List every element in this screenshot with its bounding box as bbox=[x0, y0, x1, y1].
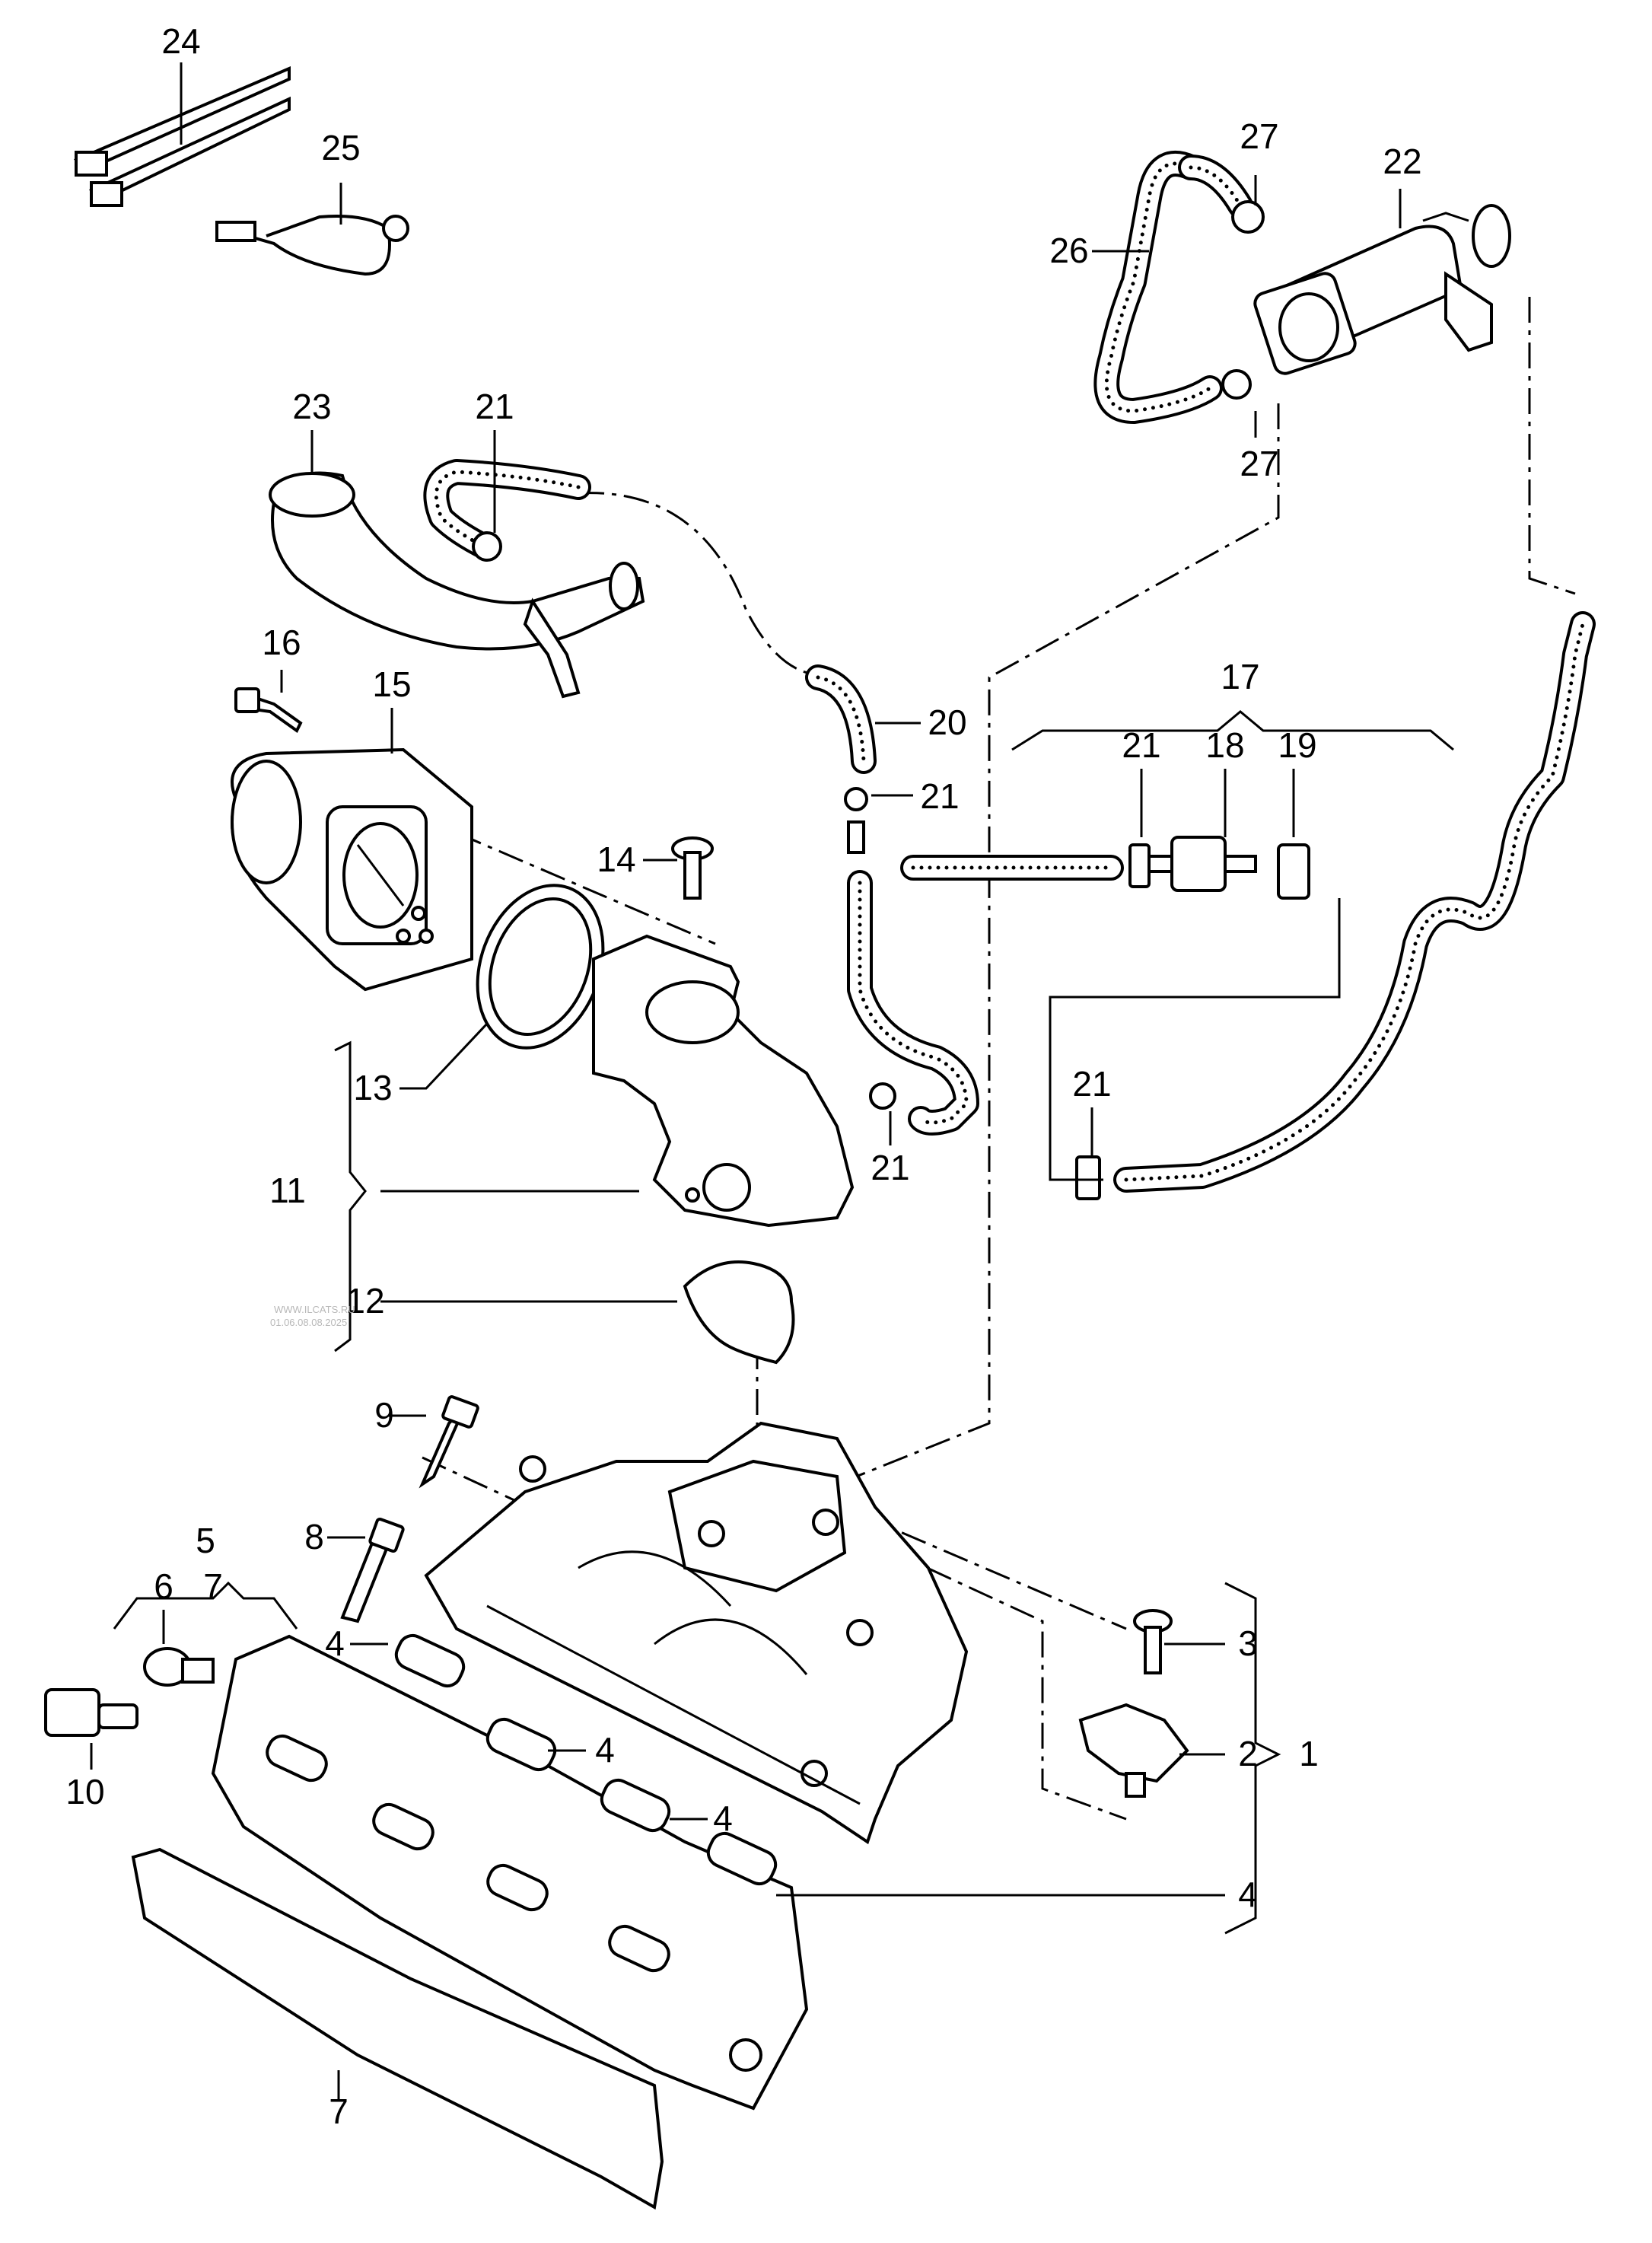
connection-lines bbox=[288, 297, 1576, 1821]
callout-26: 26 bbox=[1049, 231, 1088, 270]
callout-22: 22 bbox=[1383, 142, 1421, 181]
callout-23: 23 bbox=[292, 387, 331, 426]
callout-21-hose: 21 bbox=[920, 776, 959, 816]
seal-13 bbox=[476, 884, 605, 1050]
watermark-line-2: 01.06.08.08.2025 bbox=[270, 1317, 347, 1328]
hose-right-long bbox=[1113, 611, 1596, 1193]
callout-4-d: 4 bbox=[1238, 1875, 1258, 1914]
callout-27-bottom: 27 bbox=[1240, 444, 1278, 483]
seal-12 bbox=[683, 1260, 795, 1365]
brackets bbox=[113, 710, 1454, 1935]
clamps bbox=[472, 200, 1265, 1110]
hose-26 bbox=[1093, 151, 1223, 424]
callout-18: 18 bbox=[1205, 725, 1244, 765]
hose-21-top bbox=[423, 459, 591, 561]
callout-14: 14 bbox=[597, 840, 635, 879]
callout-9: 9 bbox=[374, 1395, 394, 1435]
callout-2: 2 bbox=[1238, 1734, 1258, 1773]
callout-27-top: 27 bbox=[1240, 116, 1278, 156]
callout-1: 1 bbox=[1299, 1734, 1319, 1773]
callout-19: 19 bbox=[1278, 725, 1316, 765]
throttle-body-15 bbox=[231, 747, 473, 992]
bolt-3 bbox=[1133, 1609, 1173, 1674]
bolt-9 bbox=[419, 1395, 479, 1489]
callout-3: 3 bbox=[1238, 1623, 1258, 1663]
intake-manifold-1 bbox=[424, 1421, 969, 1845]
bolt-16 bbox=[234, 687, 303, 733]
callout-8: 8 bbox=[304, 1517, 324, 1556]
callout-25: 25 bbox=[321, 128, 360, 167]
hose-to-union bbox=[847, 870, 979, 1136]
seals-4 bbox=[394, 1633, 778, 1886]
leader-lines bbox=[90, 62, 1402, 2101]
air-pipe-23 bbox=[269, 471, 645, 699]
sensor-6 bbox=[143, 1647, 215, 1687]
callout-11: 11 bbox=[269, 1171, 306, 1210]
callout-4-c: 4 bbox=[713, 1799, 733, 1838]
callout-21-top: 21 bbox=[475, 387, 514, 426]
connector-19 bbox=[1277, 843, 1310, 900]
valve-22 bbox=[1253, 204, 1511, 375]
callout-12: 12 bbox=[345, 1281, 384, 1321]
callout-5: 5 bbox=[196, 1521, 215, 1560]
gasket-7 bbox=[131, 1847, 664, 2210]
watermark-line-1: WWW.ILCATS.RU bbox=[274, 1304, 355, 1315]
valve-18 bbox=[1147, 836, 1257, 892]
callout-4-a: 4 bbox=[325, 1623, 345, 1663]
flange-11 bbox=[592, 934, 855, 1228]
sensor-10 bbox=[44, 1688, 138, 1737]
callout-21-union: 21 bbox=[871, 1148, 909, 1187]
hose-20 bbox=[805, 664, 877, 774]
callouts: 24 25 23 21 27 22 26 27 16 15 17 20 21 1… bbox=[65, 21, 1421, 2131]
callout-16: 16 bbox=[262, 623, 301, 662]
watermark: WWW.ILCATS.RU 01.06.08.08.2025 bbox=[270, 1304, 355, 1328]
bolt-8 bbox=[340, 1517, 405, 1623]
hose-26-upper bbox=[1178, 155, 1253, 218]
callout-7-bottom: 7 bbox=[329, 2092, 349, 2131]
callout-21-mid: 21 bbox=[1122, 725, 1160, 765]
callout-4-b: 4 bbox=[595, 1730, 615, 1770]
clamp-25 bbox=[215, 215, 409, 276]
callout-20: 20 bbox=[928, 703, 966, 742]
sensor-2 bbox=[1078, 1703, 1189, 1798]
callout-13: 13 bbox=[353, 1068, 392, 1107]
callout-17: 17 bbox=[1221, 657, 1259, 696]
callout-15: 15 bbox=[372, 664, 411, 704]
connector-21-17 bbox=[1128, 843, 1151, 888]
cable-ties-24 bbox=[74, 65, 291, 207]
connector-21-lower bbox=[1075, 1155, 1101, 1200]
bolt-14 bbox=[671, 836, 714, 900]
callout-24: 24 bbox=[161, 21, 200, 61]
callout-10: 10 bbox=[65, 1772, 104, 1811]
callout-6: 6 bbox=[154, 1566, 173, 1606]
callout-21-lower: 21 bbox=[1072, 1064, 1111, 1104]
callout-7-top: 7 bbox=[203, 1566, 223, 1606]
